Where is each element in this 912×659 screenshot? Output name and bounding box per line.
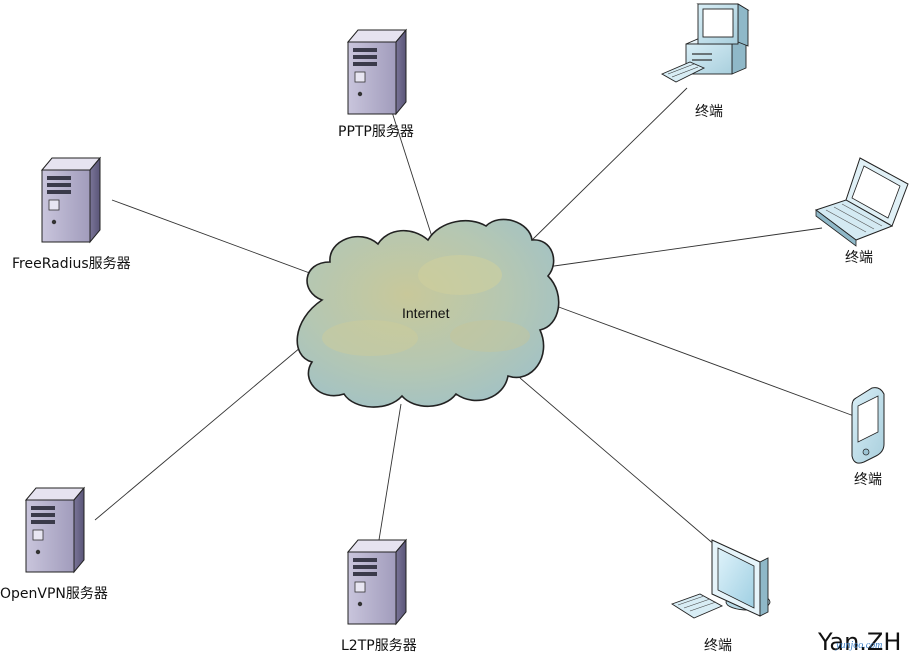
link-freeradius bbox=[111, 199, 335, 283]
freeradius-server-label: FreeRadius服务器 bbox=[12, 256, 131, 272]
pptp-server: PPTP服务器 bbox=[338, 29, 414, 140]
watermark-subtext: yunjoo.com bbox=[835, 640, 882, 651]
server-icon bbox=[347, 539, 407, 625]
link-desktop bbox=[529, 87, 688, 243]
server-icon bbox=[25, 487, 85, 573]
monitor-icon bbox=[670, 539, 771, 619]
l2tp-server: L2TP服务器 bbox=[341, 539, 417, 654]
link-openvpn bbox=[94, 341, 308, 521]
freeradius-server: FreeRadius服务器 bbox=[12, 157, 131, 272]
pda-icon bbox=[851, 387, 885, 464]
laptop-terminal-label: 终端 bbox=[845, 250, 873, 266]
l2tp-server-label: L2TP服务器 bbox=[341, 638, 417, 654]
cloud-label: Internet bbox=[402, 305, 450, 321]
link-pda bbox=[555, 305, 855, 417]
pda-terminal-label: 终端 bbox=[854, 472, 882, 488]
desktop-terminal-label: 终端 bbox=[695, 104, 723, 120]
link-l2tp bbox=[378, 403, 402, 541]
pptp-server-label: PPTP服务器 bbox=[338, 124, 414, 140]
desktop-computer-icon bbox=[660, 3, 750, 83]
link-monitor bbox=[519, 377, 717, 547]
openvpn-server: OpenVPN服务器 bbox=[0, 487, 108, 602]
monitor-terminal-label: 终端 bbox=[704, 638, 732, 654]
connection-lines bbox=[94, 87, 855, 547]
openvpn-server-label: OpenVPN服务器 bbox=[0, 586, 108, 602]
watermark-text: Yan.ZH bbox=[817, 628, 901, 656]
link-pptp bbox=[391, 111, 434, 241]
watermark: Yan.ZH yunjoo.com bbox=[817, 628, 901, 656]
link-laptop bbox=[539, 227, 823, 269]
desktop-terminal: 终端 bbox=[660, 3, 750, 120]
laptop-icon bbox=[814, 157, 909, 247]
internet-cloud: Internet bbox=[296, 218, 560, 408]
server-icon bbox=[347, 29, 407, 115]
monitor-terminal: 终端 bbox=[670, 539, 771, 654]
laptop-terminal: 终端 bbox=[814, 157, 909, 266]
server-icon bbox=[41, 157, 101, 243]
pda-terminal: 终端 bbox=[851, 387, 885, 488]
